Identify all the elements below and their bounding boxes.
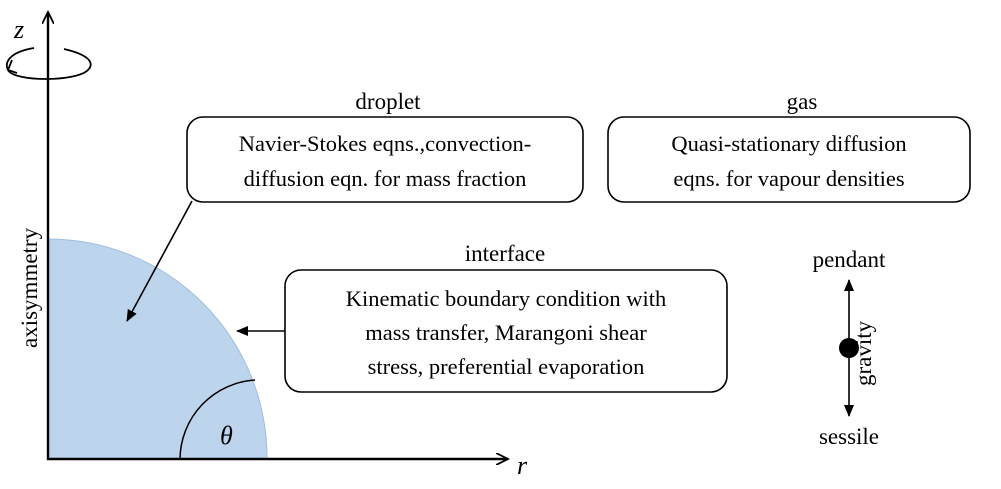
rotation-icon [6,47,92,80]
gravity-mass-dot [839,338,859,358]
gas-line-2: eqns. for vapour densities [673,166,904,191]
droplet-title: droplet [355,89,421,114]
axisymmetry-label: axisymmetry [17,227,42,348]
r-axis-label: r [517,451,528,480]
interface-title: interface [465,241,545,266]
interface-line-1: Kinematic boundary condition with [346,286,667,311]
interface-line-2: mass transfer, Marangoni shear [365,320,647,345]
gas-line-1: Quasi-stationary diffusion [671,131,906,156]
z-axis-label: z [13,15,24,44]
droplet-line-2: diffusion eqn. for mass fraction [244,166,527,191]
gravity-label: gravity [851,320,876,386]
contact-angle-arc [179,379,256,460]
angle-label: θ [220,421,233,450]
droplet-shape [47,238,268,460]
pendant-label: pendant [813,247,886,272]
rotation-arrowhead-icon [7,59,18,74]
droplet-arrow [126,200,193,322]
droplet-box [186,116,584,203]
interface-line-3: stress, preferential evaporation [368,354,645,379]
sessile-label: sessile [819,424,879,449]
gas-title: gas [787,89,818,114]
droplet-line-1: Navier-Stokes eqns.,convection- [239,131,532,156]
gas-box [607,116,971,203]
